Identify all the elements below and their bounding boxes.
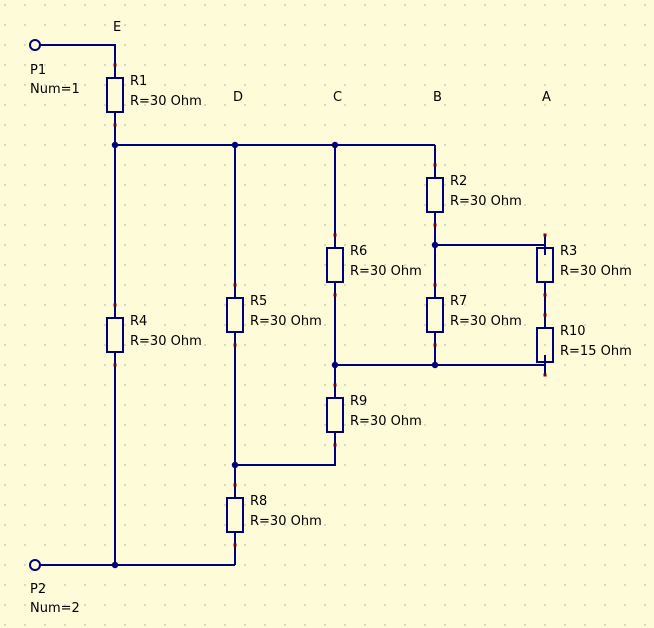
resistor-r1[interactable]: R1R=30 Ohm: [106, 63, 202, 127]
resistor-name-label: R1: [130, 74, 147, 89]
resistor-name-label: R4: [130, 314, 147, 329]
resistor-value-label: R=30 Ohm: [450, 194, 522, 209]
resistor-body: [106, 317, 124, 353]
resistor-pin: [333, 443, 337, 447]
junction-dot: [431, 361, 439, 369]
resistor-value-label: R=30 Ohm: [350, 264, 422, 279]
junction-dot: [111, 141, 119, 149]
port-p2-terminal[interactable]: [29, 559, 41, 571]
resistor-pin: [113, 303, 117, 307]
node-label-d: D: [233, 90, 243, 105]
resistor-pin: [543, 233, 547, 237]
resistor-name-label: R6: [350, 244, 367, 259]
resistor-pin: [433, 163, 437, 167]
node-label-e: E: [113, 20, 121, 35]
resistor-body: [536, 247, 554, 283]
resistor-r9[interactable]: R9R=30 Ohm: [326, 383, 422, 447]
resistor-pin: [433, 283, 437, 287]
resistor-pin: [233, 343, 237, 347]
resistor-pin: [113, 63, 117, 67]
resistor-pin: [233, 483, 237, 487]
resistor-pin: [333, 233, 337, 237]
resistor-r7[interactable]: R7R=30 Ohm: [426, 283, 522, 347]
resistor-pin: [543, 313, 547, 317]
resistor-name-label: R9: [350, 394, 367, 409]
grid-dots: [4, 4, 646, 626]
junction-dot: [231, 141, 239, 149]
resistor-r8[interactable]: R8R=30 Ohm: [226, 483, 322, 547]
resistor-body: [326, 397, 344, 433]
port-p1-param: Num=1: [30, 82, 80, 97]
resistor-name-label: R7: [450, 294, 467, 309]
resistor-pin: [333, 293, 337, 297]
node-label-a: A: [542, 90, 551, 105]
resistor-value-label: R=30 Ohm: [560, 264, 632, 279]
port-p2-name: P2: [30, 582, 46, 597]
resistor-value-label: R=30 Ohm: [130, 94, 202, 109]
resistor-name-label: R3: [560, 244, 577, 259]
resistor-body: [426, 177, 444, 213]
resistor-name-label: R8: [250, 494, 267, 509]
resistor-r3[interactable]: R3R=30 Ohm: [536, 233, 632, 297]
port-p1-name: P1: [30, 63, 46, 78]
resistor-r6[interactable]: R6R=30 Ohm: [326, 233, 422, 297]
resistor-value-label: R=30 Ohm: [350, 414, 422, 429]
port-p1[interactable]: P1 Num=1: [29, 39, 80, 97]
junction-dot: [331, 361, 339, 369]
resistor-name-label: R10: [560, 324, 586, 339]
junction-dot: [111, 561, 119, 569]
resistor-body: [536, 327, 554, 363]
resistor-pin: [543, 373, 547, 377]
wire-365-bus[interactable]: [335, 355, 546, 366]
junction-dot: [431, 241, 439, 249]
resistor-value-label: R=15 Ohm: [560, 344, 632, 359]
junction-dot: [331, 141, 339, 149]
resistor-name-label: R2: [450, 174, 467, 189]
resistor-pin: [113, 123, 117, 127]
resistor-pin: [113, 363, 117, 367]
junction-dot: [231, 461, 239, 469]
wires: [40, 44, 546, 566]
resistor-value-label: R=30 Ohm: [130, 334, 202, 349]
resistor-r4[interactable]: R4R=30 Ohm: [106, 303, 202, 367]
resistor-value-label: R=30 Ohm: [250, 514, 322, 529]
resistor-body: [426, 297, 444, 333]
resistor-value-label: R=30 Ohm: [450, 314, 522, 329]
resistor-body: [226, 297, 244, 333]
resistor-pin: [333, 383, 337, 387]
resistor-r5[interactable]: R5R=30 Ohm: [226, 283, 322, 347]
resistor-pin: [233, 283, 237, 287]
resistor-pin: [433, 223, 437, 227]
port-p2[interactable]: P2 Num=2: [29, 559, 80, 616]
resistor-r2[interactable]: R2R=30 Ohm: [426, 163, 522, 227]
resistor-value-label: R=30 Ohm: [250, 314, 322, 329]
node-label-c: C: [333, 90, 342, 105]
port-p1-terminal[interactable]: [29, 39, 41, 51]
resistor-pin: [543, 293, 547, 297]
resistor-name-label: R5: [250, 294, 267, 309]
junctions: [111, 141, 439, 569]
wire-d-c-465[interactable]: [235, 445, 336, 466]
resistor-body: [326, 247, 344, 283]
resistor-pin: [233, 543, 237, 547]
resistor-pin: [433, 343, 437, 347]
resistor-body: [106, 77, 124, 113]
port-p2-param: Num=2: [30, 601, 80, 616]
resistor-body: [226, 497, 244, 533]
wire-b-a-245[interactable]: [435, 244, 546, 255]
wire-p1-e[interactable]: [40, 44, 116, 65]
node-label-b: B: [433, 90, 442, 105]
